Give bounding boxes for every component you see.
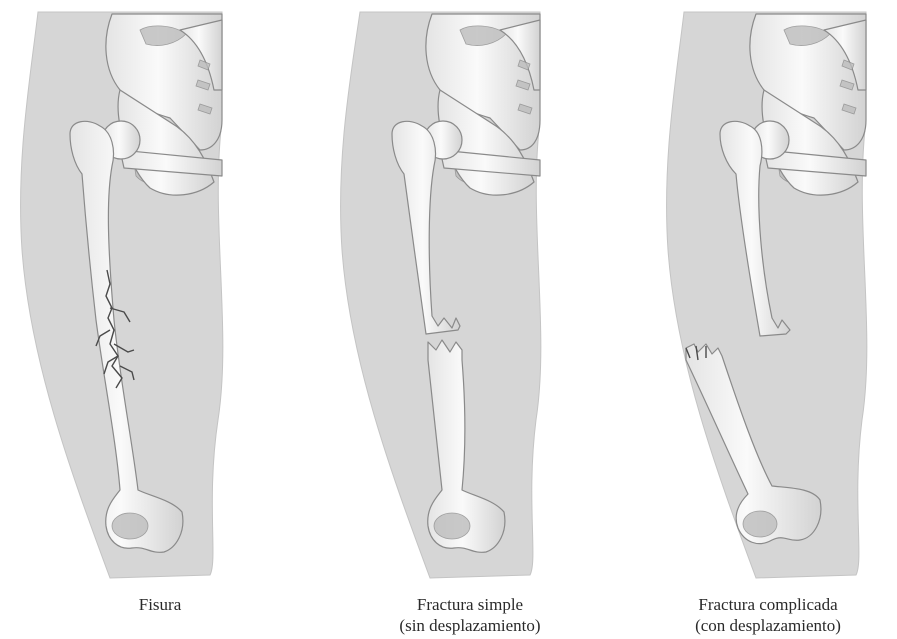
caption-fractura-simple: Fractura simple (sin desplazamiento) bbox=[340, 594, 600, 636]
caption-line: Fisura bbox=[30, 594, 290, 615]
caption-fractura-complicada: Fractura complicada (con desplazamiento) bbox=[638, 594, 897, 636]
panel-fractura-complicada bbox=[667, 12, 867, 578]
caption-line: Fractura complicada bbox=[638, 594, 897, 615]
caption-line: (con desplazamiento) bbox=[638, 615, 897, 636]
caption-line: Fractura simple bbox=[340, 594, 600, 615]
panel-fisura bbox=[21, 12, 223, 578]
caption-fisura: Fisura bbox=[30, 594, 290, 615]
panel-fractura-simple bbox=[341, 12, 541, 578]
caption-line: (sin desplazamiento) bbox=[340, 615, 600, 636]
